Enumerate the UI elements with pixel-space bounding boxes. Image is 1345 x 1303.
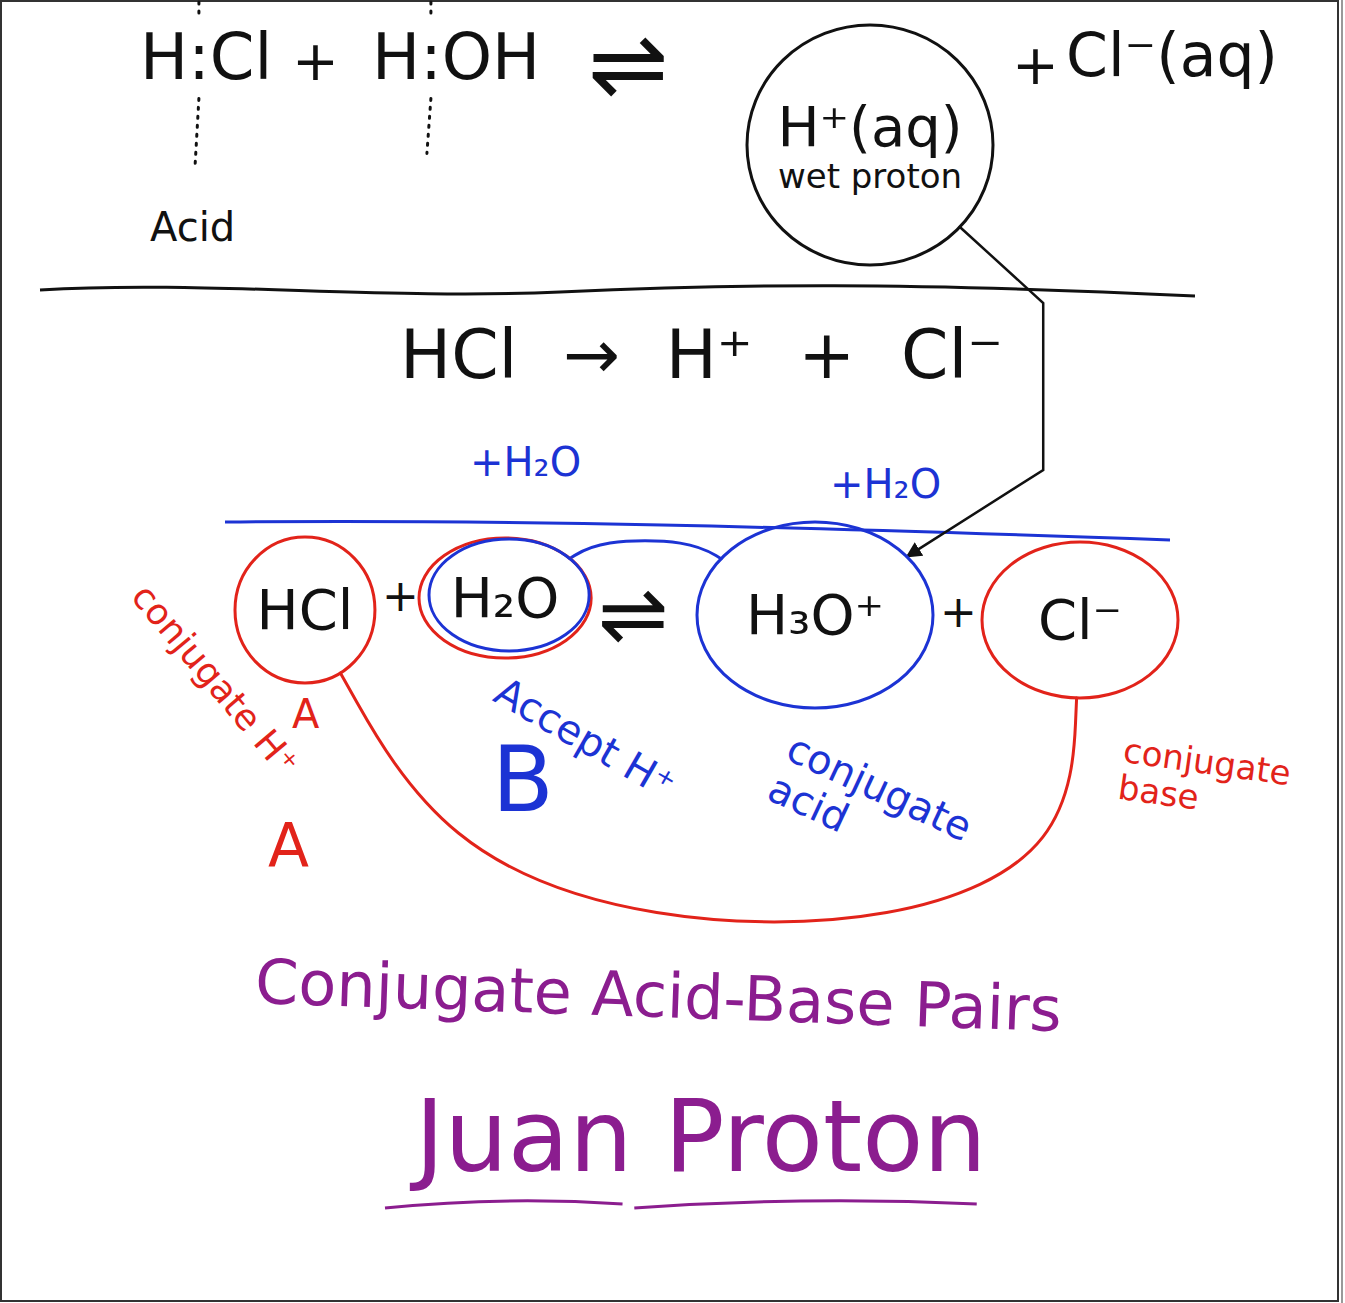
species-formula: H⁺(aq): [777, 96, 962, 158]
signature-text: Juan Proton: [415, 1082, 987, 1192]
equation-term: Cl⁻(aq): [1066, 22, 1278, 88]
divider-line: [40, 286, 1195, 296]
node-text-group: H⁺(aq)wet proton: [777, 96, 962, 195]
species-circle: HCl: [233, 535, 377, 685]
species-formula: H₃O⁺: [746, 584, 884, 646]
circle-stroke: [429, 539, 589, 651]
annotation: conjugate acid: [762, 726, 999, 899]
plus-sign: +: [292, 30, 339, 92]
annotation: Acid: [150, 205, 235, 249]
annotation: conjugate base: [1116, 732, 1315, 832]
node-text-group: HCl: [257, 579, 354, 641]
bond-split-line: [197, 2, 200, 19]
species-formula: Cl⁻: [1038, 589, 1122, 651]
circle-stroke: [419, 538, 591, 658]
circle-stroke: [982, 542, 1178, 698]
underline: [385, 1201, 623, 1208]
circle-stroke: [235, 537, 375, 683]
connector: [340, 673, 1076, 922]
circle-stroke: [747, 25, 993, 265]
heading-text: Conjugate Acid-Base Pairs: [254, 948, 1063, 1044]
node-text-group: H₂O: [451, 567, 560, 629]
species-formula: HCl: [257, 579, 354, 641]
species-formula: H₂O: [451, 567, 560, 629]
bond-split-line: [427, 98, 431, 153]
species-circle: H₂O: [417, 536, 593, 660]
bond-split-line: [429, 2, 432, 19]
annotation: +H₂O: [830, 462, 941, 506]
underline: [634, 1201, 976, 1208]
annotation: A: [292, 692, 319, 736]
circle-stroke: [697, 522, 933, 708]
equilibrium-arrow: ⇌: [598, 568, 668, 660]
equation-term: H:Cl: [140, 22, 272, 92]
divider-line: [225, 521, 1170, 540]
node-text-group: Cl⁻: [1038, 589, 1122, 651]
plus-sign: +: [382, 572, 419, 620]
equilibrium-arrow: ⇌: [588, 12, 668, 118]
annotation: B: [492, 735, 554, 825]
equation-term: H:OH: [372, 22, 540, 92]
plus-sign: +: [940, 588, 977, 636]
connector: [570, 541, 721, 559]
proton-circle: H⁺(aq)wet proton: [745, 23, 995, 267]
frame-edge: [1341, 0, 1343, 1303]
species-formula: wet proton: [778, 157, 962, 194]
annotation: A: [268, 812, 309, 878]
species-circle: H₃O⁺: [695, 520, 935, 710]
annotation: +H₂O: [470, 440, 581, 484]
plus-sign: +: [1012, 34, 1059, 96]
bond-split-line: [195, 98, 199, 168]
species-circle: Cl⁻: [980, 540, 1180, 700]
equation: HCl → H⁺ + Cl⁻: [400, 318, 1003, 393]
node-text-group: H₃O⁺: [746, 584, 884, 646]
